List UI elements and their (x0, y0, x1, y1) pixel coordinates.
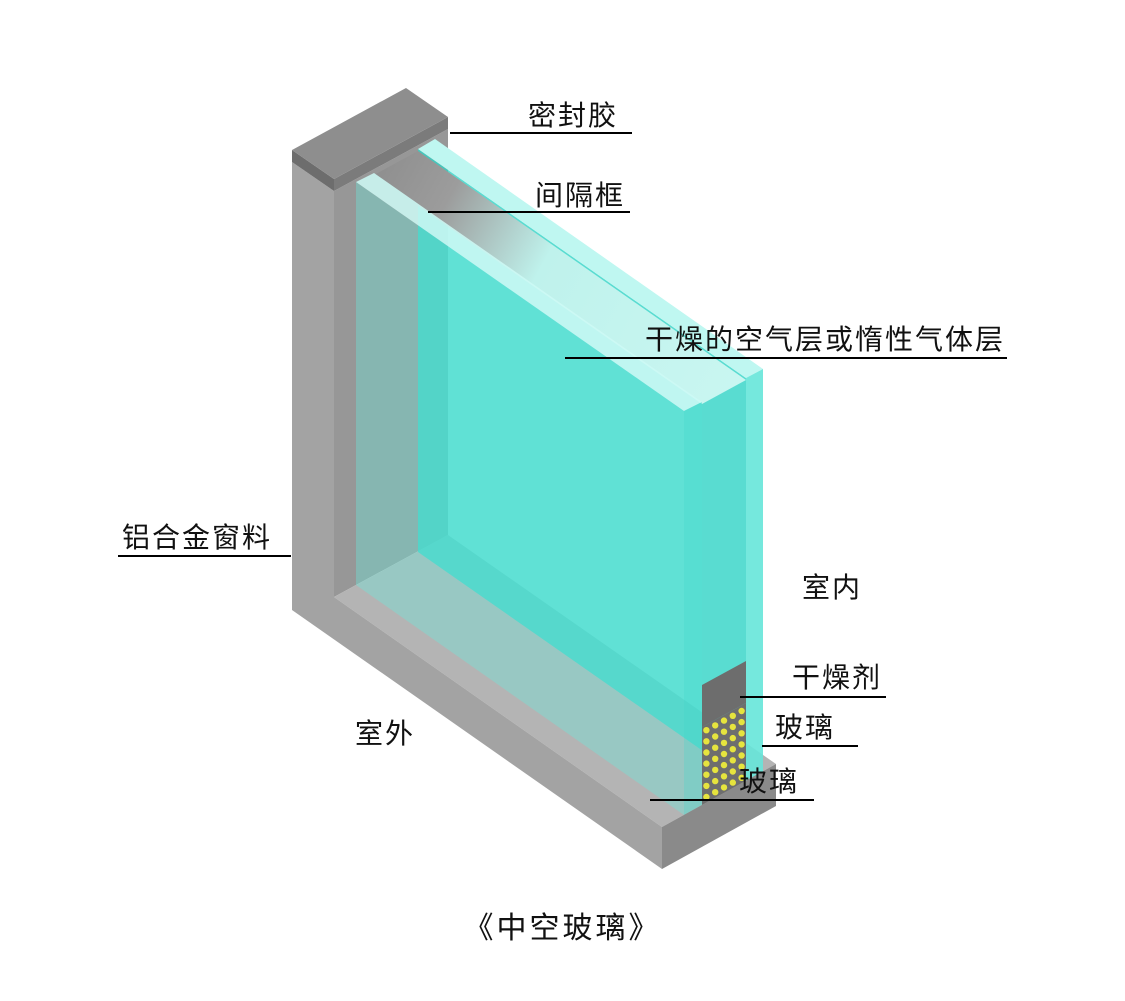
desiccant-dot (738, 741, 745, 748)
glass-pane-outdoor-top-edge (356, 173, 702, 411)
glass-pane-indoor-right-edge (746, 369, 763, 781)
glass-pane-indoor-top-edge (418, 139, 763, 378)
sealant-cap-top-face (292, 88, 448, 179)
desiccant-dot (729, 746, 736, 753)
label-indoor: 室内 (802, 571, 863, 604)
desiccant-dot (703, 771, 710, 778)
desiccant-dot (720, 761, 728, 769)
desiccant-dot (720, 773, 728, 780)
label-spacer: 间隔框 (535, 179, 626, 212)
desiccant-dot (720, 750, 728, 758)
desiccant-dot (738, 752, 745, 759)
label-desiccant: 干燥剂 (792, 661, 883, 694)
desiccant-dot (703, 760, 710, 767)
desiccant-dot (703, 782, 710, 790)
label-sealant: 密封胶 (528, 99, 619, 132)
desiccant-dot (703, 749, 710, 756)
glass-pane-indoor-face (418, 149, 746, 781)
desiccant-dot (729, 712, 736, 719)
desiccant-dot (738, 718, 745, 726)
desiccant-dot (720, 717, 728, 724)
label-outdoor: 室外 (355, 717, 416, 750)
desiccant-dot (712, 777, 719, 785)
diagram-title: 《中空玻璃》 (463, 911, 662, 946)
desiccant-dot (712, 722, 719, 729)
desiccant-dot (720, 728, 728, 735)
spacer-top-strip (374, 151, 746, 404)
desiccant-dot (720, 784, 728, 791)
leader-lines (118, 132, 1007, 801)
desiccant-dot (712, 789, 719, 796)
frame-front-face (292, 162, 662, 869)
desiccant-dot (729, 757, 736, 764)
desiccant-dots (703, 707, 745, 801)
frame-bottom-top-face (334, 535, 776, 827)
sealant-cap-front-face (292, 150, 334, 191)
desiccant-dot (738, 763, 745, 770)
label-air-layer: 干燥的空气层或惰性气体层 (645, 323, 1006, 356)
desiccant-dot (720, 739, 728, 747)
desiccant-dot (738, 774, 745, 781)
desiccant-dot (703, 793, 710, 801)
label-glass-outdoor: 玻璃 (739, 765, 800, 798)
desiccant-dot (738, 707, 745, 715)
label-glass-indoor: 玻璃 (775, 711, 836, 744)
spacer-bar-end-face (702, 661, 746, 727)
sealant-cap-end-face (334, 117, 448, 191)
desiccant-dot (729, 723, 736, 731)
desiccant-dot (712, 733, 719, 740)
desiccant-dot (729, 779, 736, 786)
desiccant-dot (712, 755, 719, 762)
desiccant-dot (729, 768, 736, 775)
desiccant-dot (703, 738, 710, 745)
desiccant-dot (738, 730, 745, 737)
desiccant-dot (703, 727, 710, 734)
label-aluminum-frame: 铝合金窗料 (122, 521, 273, 554)
desiccant-dot (729, 734, 736, 742)
desiccant-dot (712, 744, 719, 751)
frame-bottom-end-face (662, 764, 776, 869)
glass-pane-outdoor-face (356, 182, 684, 815)
glass-pane-outdoor-right-edge (684, 402, 702, 815)
desiccant-dot (712, 766, 719, 774)
